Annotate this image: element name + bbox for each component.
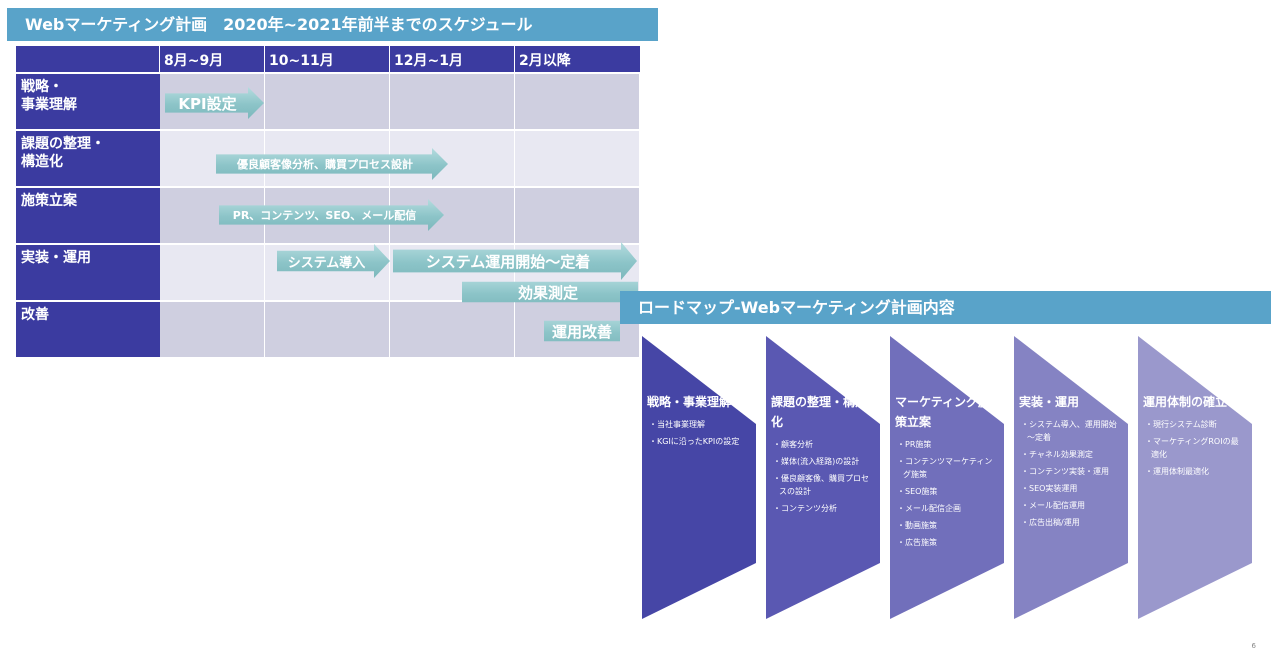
- list-item: SEO施策: [895, 485, 993, 498]
- list-item: SEO実装運用: [1019, 482, 1117, 495]
- list-item: コンテンツ実装・運用: [1019, 465, 1117, 478]
- table-cell: [160, 302, 265, 359]
- roadmap-stage-bg-1: [642, 336, 756, 619]
- list-item: 媒体(流入経路)の設計: [771, 455, 869, 468]
- list-item: 当社事業理解: [647, 418, 745, 431]
- list-item: KGIに沿ったKPIの設定: [647, 435, 745, 448]
- arrow-effect-measurement: 効果測定: [462, 281, 638, 303]
- row-label-strategy: 戦略・ 事業理解: [16, 74, 160, 131]
- table-cell: [515, 74, 640, 131]
- arrow-operation-improvement: 運用改善: [544, 320, 620, 342]
- header-period-2: 10~11月: [265, 46, 390, 74]
- list-item: メール配信企画: [895, 502, 993, 515]
- table-cell: [390, 302, 515, 359]
- table-cell: [515, 188, 640, 245]
- list-item: 顧客分析: [771, 438, 869, 451]
- page-number: 6: [1251, 642, 1256, 650]
- table-cell: [515, 131, 640, 188]
- roadmap-stage-5: 運用体制の確立 現行システム診断 マーケティングROIの最適化 運用体制最適化: [1143, 392, 1241, 482]
- row-label-improvement: 改善: [16, 302, 160, 359]
- list-item: チャネル効果測定: [1019, 448, 1117, 461]
- list-item: 広告施策: [895, 536, 993, 549]
- schedule-title: Webマーケティング計画 2020年~2021年前半までのスケジュール: [7, 8, 658, 41]
- row-label-structuring: 課題の整理・ 構造化: [16, 131, 160, 188]
- header-period-3: 12月~1月: [390, 46, 515, 74]
- roadmap-stage-3: マーケティング施策立案 PR施策 コンテンツマーケティング施策 SEO施策 メー…: [895, 392, 993, 553]
- stage-title: 運用体制の確立: [1143, 395, 1228, 409]
- roadmap-stage-2: 課題の整理・構造化 顧客分析 媒体(流入経路)の設計 優良顧客像、購買プロセスの…: [771, 392, 869, 519]
- list-item: マーケティングROIの最適化: [1143, 435, 1241, 461]
- list-item: システム導入、運用開始～定着: [1019, 418, 1117, 444]
- roadmap-title: ロードマップ-Webマーケティング計画内容: [620, 291, 1271, 324]
- header-corner: [16, 46, 160, 74]
- row-label-implementation: 実装・運用: [16, 245, 160, 302]
- list-item: 現行システム診断: [1143, 418, 1241, 431]
- list-item: 動画施策: [895, 519, 993, 532]
- list-item: コンテンツマーケティング施策: [895, 455, 993, 481]
- list-item: PR施策: [895, 438, 993, 451]
- table-cell: [265, 302, 390, 359]
- list-item: 広告出稿/運用: [1019, 516, 1117, 529]
- roadmap-stage-1: 戦略・事業理解 当社事業理解 KGIに沿ったKPIの設定: [647, 392, 745, 452]
- stage-title: 戦略・事業理解: [647, 395, 732, 409]
- row-label-planning: 施策立案: [16, 188, 160, 245]
- table-cell: [160, 245, 265, 302]
- list-item: コンテンツ分析: [771, 502, 869, 515]
- stage-title: 課題の整理・構造化: [771, 395, 868, 429]
- table-cell: [265, 74, 390, 131]
- list-item: 優良顧客像、購買プロセスの設計: [771, 472, 869, 498]
- list-item: メール配信運用: [1019, 499, 1117, 512]
- roadmap-stage-4: 実装・運用 システム導入、運用開始～定着 チャネル効果測定 コンテンツ実装・運用…: [1019, 392, 1117, 533]
- table-cell: [390, 74, 515, 131]
- list-item: 運用体制最適化: [1143, 465, 1241, 478]
- header-period-1: 8月~9月: [160, 46, 265, 74]
- schedule-table: 8月~9月 10~11月 12月~1月 2月以降 戦略・ 事業理解 課題の整理・…: [16, 46, 640, 361]
- header-period-4: 2月以降: [515, 46, 640, 74]
- table-cell: [160, 188, 265, 245]
- stage-title: マーケティング施策立案: [895, 395, 991, 429]
- stage-title: 実装・運用: [1019, 395, 1080, 409]
